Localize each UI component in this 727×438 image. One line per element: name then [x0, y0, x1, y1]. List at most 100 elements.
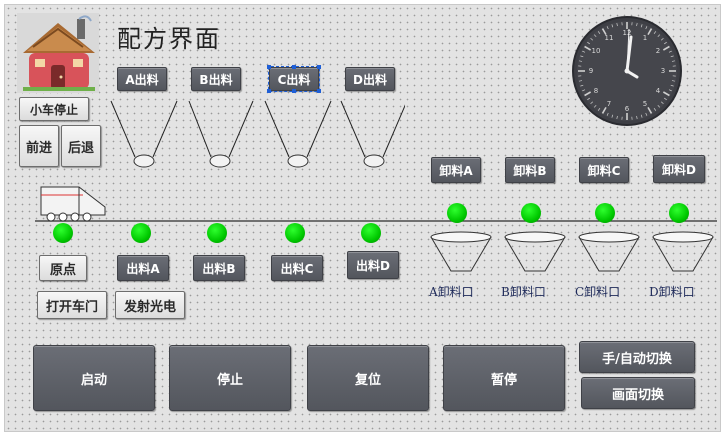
- clock-tick: [657, 34, 661, 38]
- clock-tick: [580, 84, 584, 87]
- clock-tick: [664, 41, 667, 45]
- clock-num-8: 8: [594, 87, 598, 95]
- clock-tick: [668, 89, 672, 92]
- clock-num-6: 6: [625, 105, 630, 113]
- clock-tick: [671, 60, 676, 62]
- clock-tick: [668, 50, 672, 53]
- screen-switch-button[interactable]: 画面切换: [581, 377, 695, 409]
- clock-tick: [606, 112, 609, 116]
- clock-num-2: 2: [656, 47, 660, 55]
- clock-tick: [584, 45, 592, 51]
- reset-button[interactable]: 复位: [307, 345, 429, 411]
- unload-b-button[interactable]: 卸料B: [505, 157, 555, 183]
- clock-num-1: 1: [643, 34, 647, 42]
- position-c-button[interactable]: 出料C: [271, 255, 323, 281]
- clock-tick: [671, 80, 676, 82]
- clock-tick: [578, 60, 583, 62]
- position-d-indicator: [361, 223, 381, 243]
- clock-tick: [611, 24, 614, 28]
- analog-clock: 12 1 2 3 4 5 6 7 8 9 10 11: [572, 16, 682, 126]
- clock-tick: [645, 26, 648, 30]
- hoppers-graphic: [110, 100, 405, 168]
- clock-tick: [597, 108, 601, 111]
- port-c-label: C卸料口: [575, 285, 621, 299]
- clock-tick: [657, 104, 661, 108]
- clock-tick: [653, 31, 657, 34]
- clock-tick: [611, 114, 614, 118]
- clock-tick: [582, 89, 586, 92]
- clock-tick: [597, 31, 601, 34]
- clock-tick: [636, 22, 638, 27]
- start-button[interactable]: 启动: [33, 345, 155, 411]
- unload-d-button[interactable]: 卸料D: [653, 155, 705, 183]
- photoelectric-button[interactable]: 发射光电: [115, 291, 185, 319]
- unload-a-indicator: [447, 203, 467, 223]
- clock-num-7: 7: [607, 100, 611, 108]
- clock-tick: [670, 84, 674, 87]
- clock-tick: [578, 80, 583, 82]
- open-door-button[interactable]: 打开车门: [37, 291, 107, 319]
- clock-tick: [590, 37, 594, 41]
- unload-d-indicator: [669, 203, 689, 223]
- port-b-label: B卸料口: [501, 285, 546, 299]
- hmi-canvas: 配方界面 A出料 B出料 C出料 D出料 小车停止 前进 后退 卸料A 卸料B …: [4, 4, 721, 432]
- pause-button[interactable]: 暂停: [443, 345, 565, 411]
- clock-tick: [653, 108, 657, 111]
- manual-auto-switch-button[interactable]: 手/自动切换: [579, 341, 695, 373]
- clock-tick: [670, 55, 674, 58]
- clock-tick: [616, 22, 618, 27]
- home-icon[interactable]: [17, 13, 99, 93]
- clock-tick: [660, 101, 664, 105]
- dispense-a-button[interactable]: A出料: [117, 67, 167, 91]
- clock-tick: [616, 115, 618, 120]
- position-c-indicator: [285, 223, 305, 243]
- forward-button[interactable]: 前进: [19, 125, 59, 167]
- position-b-button[interactable]: 出料B: [193, 255, 245, 281]
- position-a-button[interactable]: 出料A: [117, 255, 169, 281]
- clock-tick: [593, 104, 597, 108]
- clock-tick: [640, 114, 643, 118]
- position-b-indicator: [207, 223, 227, 243]
- clock-tick: [593, 34, 597, 38]
- clock-tick: [640, 24, 643, 28]
- stop-button[interactable]: 停止: [169, 345, 291, 411]
- clock-tick: [601, 106, 607, 114]
- backward-button[interactable]: 后退: [61, 125, 101, 167]
- rail-track: [35, 186, 717, 222]
- clock-tick: [601, 28, 607, 36]
- port-d-label: D卸料口: [649, 285, 695, 299]
- clock-tick: [587, 41, 590, 45]
- unload-c-button[interactable]: 卸料C: [579, 157, 629, 183]
- clock-tick: [662, 91, 670, 97]
- position-d-button[interactable]: 出料D: [347, 251, 399, 279]
- clock-tick: [590, 101, 594, 105]
- clock-tick: [660, 37, 664, 41]
- unload-b-indicator: [521, 203, 541, 223]
- dispense-d-button[interactable]: D出料: [345, 67, 395, 91]
- clock-num-4: 4: [656, 87, 661, 95]
- cart-stop-button[interactable]: 小车停止: [19, 97, 89, 121]
- clock-num-9: 9: [589, 67, 593, 75]
- clock-num-11: 11: [605, 34, 614, 42]
- clock-tick: [606, 26, 609, 30]
- port-a-label: A卸料口: [429, 285, 474, 299]
- page-title: 配方界面: [117, 25, 221, 53]
- position-a-indicator: [131, 223, 151, 243]
- clock-num-5: 5: [643, 100, 647, 108]
- dispense-b-button[interactable]: B出料: [191, 67, 241, 91]
- clock-num-10: 10: [592, 47, 601, 55]
- unload-c-indicator: [595, 203, 615, 223]
- dispense-c-button[interactable]: C出料: [268, 66, 320, 92]
- clock-tick: [636, 115, 638, 120]
- unload-a-button[interactable]: 卸料A: [431, 157, 481, 183]
- clock-num-12: 12: [623, 29, 632, 37]
- clock-tick: [580, 55, 584, 58]
- clock-tick: [582, 50, 586, 53]
- cart-icon: [40, 186, 106, 222]
- origin-button[interactable]: 原点: [39, 255, 87, 281]
- clock-tick: [584, 91, 592, 97]
- unload-ports-graphic: [430, 231, 714, 272]
- clock-num-3: 3: [661, 67, 665, 75]
- clock-tick: [662, 45, 670, 51]
- clock-tick: [664, 97, 667, 101]
